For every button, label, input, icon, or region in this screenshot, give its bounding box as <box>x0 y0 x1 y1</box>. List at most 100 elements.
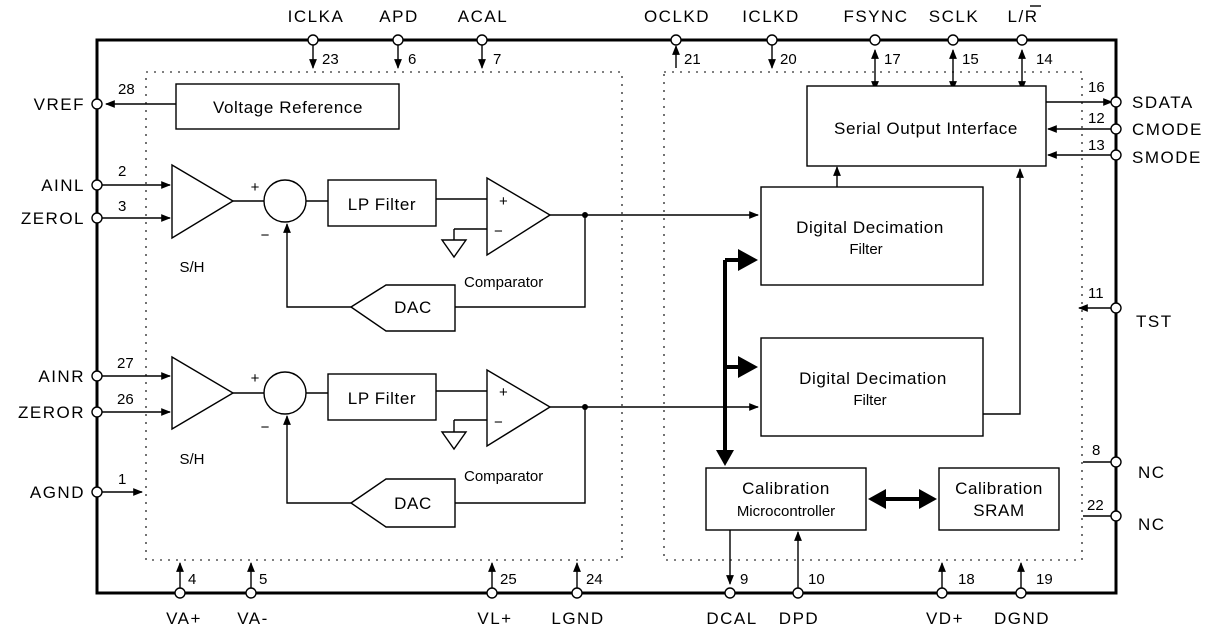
pin-label: FSYNC <box>843 7 908 26</box>
dac-block <box>349 478 456 528</box>
decimation-filter-left: Digital Decimation Filter <box>760 186 984 286</box>
summing-node <box>263 179 307 223</box>
plus-sign: + <box>251 370 260 387</box>
dac-label: DAC <box>394 494 432 513</box>
plus-sign: + <box>251 179 260 196</box>
pin-dcal: 9 DCAL <box>706 571 757 628</box>
decimation-filter-right: Digital Decimation Filter <box>760 337 984 437</box>
pin-iclkd: ICLKD 20 <box>742 7 800 69</box>
lp-filter-block <box>327 179 437 227</box>
summing-node <box>263 371 307 415</box>
comparator-label: Comparator <box>464 468 543 485</box>
pin-dpd: 10 DPD <box>779 571 825 628</box>
pin-lr: L/R 14 <box>1008 5 1053 91</box>
sample-hold-label: S/H <box>179 451 204 468</box>
cal-sram-label: SRAM <box>973 501 1025 520</box>
pin-ainl: AINL 2 <box>41 163 171 195</box>
pin-number: 5 <box>259 571 267 588</box>
serial-output-interface: Serial Output Interface <box>806 85 1047 167</box>
cal-micro-label: Calibration <box>742 479 830 498</box>
voltage-reference-label: Voltage Reference <box>213 98 363 117</box>
sample-hold-amp <box>171 355 235 431</box>
pin-label: SCLK <box>929 7 979 26</box>
plus-sign: + <box>499 384 508 401</box>
lp-filter-block <box>327 373 437 421</box>
pin-label: VREF <box>34 95 85 114</box>
minus-sign: − <box>494 414 503 431</box>
pin-nc-8: 8 NC <box>1083 442 1166 482</box>
calibration-bus <box>716 249 937 509</box>
pin-label: ICLKA <box>288 7 345 26</box>
pin-fsync: FSYNC 17 <box>843 7 908 91</box>
lp-filter-label: LP Filter <box>348 195 416 214</box>
pin-label: VD+ <box>926 609 964 628</box>
pin-cmode: 12 CMODE <box>1047 110 1203 139</box>
pin-label: LGND <box>551 609 604 628</box>
pin-number: 16 <box>1088 79 1105 96</box>
pin-number: 28 <box>118 81 135 98</box>
pin-sclk: SCLK 15 <box>929 7 979 91</box>
pin-number: 22 <box>1087 497 1104 514</box>
pin-lgnd: 24 LGND <box>551 562 604 628</box>
pin-label: VA+ <box>166 609 202 628</box>
pin-label: ZEROR <box>18 403 85 422</box>
pin-number: 20 <box>780 51 797 68</box>
pin-tst: 11 TST <box>1078 285 1171 331</box>
pin-label: AINL <box>41 176 85 195</box>
pin-sdata: 16 SDATA <box>1046 79 1194 112</box>
sample-hold-label: S/H <box>179 259 204 276</box>
minus-sign: − <box>261 419 270 436</box>
pin-va-plus: 4 VA+ <box>166 562 202 628</box>
chip-outline <box>95 38 1118 595</box>
pin-label: NC <box>1138 463 1166 482</box>
pin-va-minus: 5 VA- <box>237 562 269 628</box>
pin-number: 17 <box>884 51 901 68</box>
pin-number: 4 <box>188 571 196 588</box>
decimation-label: Filter <box>853 392 886 409</box>
pin-label: SDATA <box>1132 93 1194 112</box>
pin-agnd: AGND 1 <box>30 471 143 502</box>
pin-number: 10 <box>808 571 825 588</box>
pin-label: VL+ <box>477 609 512 628</box>
pin-number: 2 <box>118 163 126 180</box>
cal-sram-label: Calibration <box>955 479 1043 498</box>
pin-number: 25 <box>500 571 517 588</box>
pin-number: 27 <box>117 355 134 372</box>
decimation-label: Digital Decimation <box>796 218 944 237</box>
pin-number: 11 <box>1088 285 1104 302</box>
pin-label: DPD <box>779 609 819 628</box>
comparator <box>486 368 552 448</box>
sample-hold-amp <box>171 163 235 240</box>
pin-number: 23 <box>322 51 339 68</box>
pin-label: CMODE <box>1132 120 1203 139</box>
pin-label: DCAL <box>706 609 757 628</box>
dac-label: DAC <box>394 298 432 317</box>
pin-nc-22: 22 NC <box>1083 497 1164 534</box>
pin-number: 6 <box>408 51 416 68</box>
pin-label: VA- <box>237 609 269 628</box>
pin-smode: 13 SMODE <box>1047 137 1200 167</box>
calibration-sram: Calibration SRAM <box>938 467 1060 531</box>
pin-number: 26 <box>117 391 134 408</box>
pin-label: DGND <box>994 609 1050 628</box>
pin-number: 15 <box>962 51 979 68</box>
pin-apd: APD 6 <box>379 7 417 69</box>
minus-sign: − <box>494 223 503 240</box>
pin-number: 9 <box>740 571 748 588</box>
cal-micro-label: Microcontroller <box>737 503 835 520</box>
left-channel: S/H + − LP Filter + − Comparator DAC <box>171 163 759 332</box>
minus-sign: − <box>261 227 270 244</box>
pin-zeror: ZEROR 26 <box>18 391 171 422</box>
decimation-label: Digital Decimation <box>799 369 947 388</box>
pin-number: 3 <box>118 198 126 215</box>
decimation-label: Filter <box>849 241 882 258</box>
calibration-microcontroller: Calibration Microcontroller <box>705 467 867 531</box>
pin-number: 7 <box>493 51 501 68</box>
pin-iclka: ICLKA 23 <box>288 7 345 69</box>
pin-label: ICLKD <box>742 7 800 26</box>
pin-number: 14 <box>1036 51 1053 68</box>
plus-sign: + <box>499 193 508 210</box>
pin-zerol: ZEROL 3 <box>21 198 171 228</box>
analog-section-outline <box>145 71 623 561</box>
